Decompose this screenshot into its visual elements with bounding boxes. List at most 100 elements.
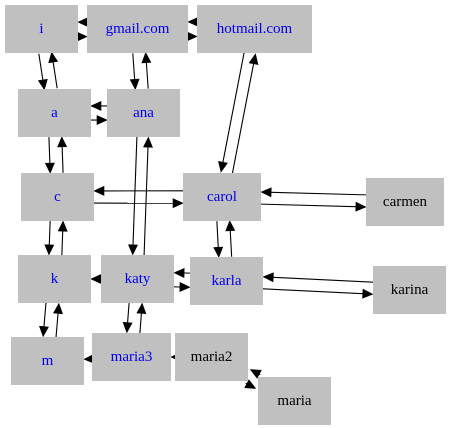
node-label-maria3[interactable]: maria3 [111,349,153,365]
node-label-ana[interactable]: ana [133,105,154,121]
arrowhead-karla-to-karina [362,288,374,299]
edge-karla-to-karina [262,288,363,295]
edge-katy-to-ana [143,147,149,256]
edge-katy-to-maria3 [127,302,130,323]
edge-c-to-k [48,220,51,245]
node-box-gmail [87,5,188,53]
node-maria3[interactable]: maria3 [92,333,171,381]
node-k[interactable]: k [18,255,91,303]
node-box-c [21,173,94,221]
node-maria2: maria2 [175,333,248,381]
arrowhead-gmail-to-ana [129,78,140,91]
arrowhead-katy-to-ana [143,136,153,148]
node-label-c[interactable]: c [54,189,61,205]
edge-k-to-m [43,302,47,327]
arrowhead-hotmail-to-carol [218,160,228,173]
node-ana[interactable]: ana [107,89,180,137]
edge-a-to-c [48,137,51,164]
node-i[interactable]: i [5,5,78,53]
arrowhead-katy-to-maria3 [122,321,133,334]
edge-k-to-c [61,231,64,256]
node-box-maria3 [92,333,171,381]
arrowhead-i-to-gmail [76,31,88,42]
node-box-maria [258,377,331,425]
arrowhead-carol-to-karla [213,246,224,258]
arrowhead-c-to-k [44,244,55,256]
node-label-maria: maria [277,393,311,409]
arrowhead-k-to-c [57,220,68,232]
arrowhead-katy-to-k [90,274,102,284]
arrowhead-k-to-m [39,325,49,338]
arrowhead-m-to-k [53,302,63,315]
node-box-carol [183,173,261,221]
arrowhead-a-to-ana [96,115,108,126]
node-box-ana [107,89,180,137]
node-label-carol[interactable]: carol [207,189,237,205]
arrowhead-karla-to-carol [225,220,236,232]
arrowhead-maria-to-maria2 [249,369,262,379]
arrowhead-i-to-a [37,78,48,91]
edges-layer [37,16,374,389]
node-label-a[interactable]: a [51,105,58,121]
arrowhead-hotmail-to-gmail [187,16,199,27]
node-box-m [11,337,84,385]
node-label-i[interactable]: i [39,21,43,37]
edge-i-to-a [38,53,44,80]
node-karla[interactable]: karla [190,257,263,305]
arrowhead-ana-to-katy [128,244,138,256]
edge-karla-to-carol [229,230,233,257]
arrowhead-karina-to-karla [262,272,274,283]
node-katy[interactable]: katy [101,255,174,303]
node-box-karina [373,266,446,314]
edge-karina-to-karla [273,276,374,283]
edge-carol-to-hotmail [231,63,255,175]
arrowhead-gmail-to-hotmail [186,31,198,42]
node-carmen: carmen [366,178,444,226]
arrowhead-carmen-to-carol [260,187,272,198]
edge-ana-to-katy [132,136,138,245]
node-label-m[interactable]: m [42,353,54,369]
node-label-katy[interactable]: katy [125,271,151,287]
edge-a-to-i [52,62,58,89]
node-box-a [18,89,91,137]
node-box-i [5,5,78,53]
node-box-k [18,255,91,303]
node-label-karla[interactable]: karla [212,273,242,289]
arrowhead-gmail-to-i [77,17,89,28]
node-box-katy [101,255,174,303]
arrowhead-a-to-i [48,51,59,64]
node-carol[interactable]: carol [183,173,261,221]
node-label-carmen: carmen [383,194,428,210]
edge-ana-to-gmail [145,62,149,89]
nodes-layer: i gmail.com hotmail.com a ana c carol carmen k ka… [5,5,446,425]
edge-maria3-to-katy [139,313,142,334]
node-gmail[interactable]: gmail.com [87,5,188,53]
arrowhead-ana-to-gmail [141,51,152,64]
edge-carol-to-karla [216,221,219,248]
node-hotmail[interactable]: hotmail.com [197,5,312,53]
edge-c-to-a [61,146,64,173]
node-a[interactable]: a [18,89,91,137]
node-label-hotmail[interactable]: hotmail.com [217,21,293,37]
arrowhead-carol-to-carmen [355,201,367,212]
arrowhead-katy-to-karla [179,282,191,292]
node-c[interactable]: c [21,173,94,221]
arrowhead-carol-to-hotmail [248,53,259,66]
arrowhead-c-to-a [57,136,68,148]
edge-carol-to-carmen [260,203,356,208]
node-box-carmen [366,178,444,226]
arrowhead-c-to-carol [172,198,184,209]
node-label-maria2: maria2 [191,349,233,365]
edge-m-to-k [55,313,59,338]
node-box-maria2 [175,333,248,381]
node-label-gmail[interactable]: gmail.com [106,21,170,37]
arrowhead-karla-to-katy [173,268,185,278]
node-label-karina: karina [391,282,429,298]
arrowhead-a-to-c [44,162,55,174]
edge-carmen-to-carol [271,191,367,196]
node-box-hotmail [197,5,312,53]
node-maria: maria [258,377,331,425]
node-m[interactable]: m [11,337,84,385]
node-label-k[interactable]: k [51,271,59,287]
